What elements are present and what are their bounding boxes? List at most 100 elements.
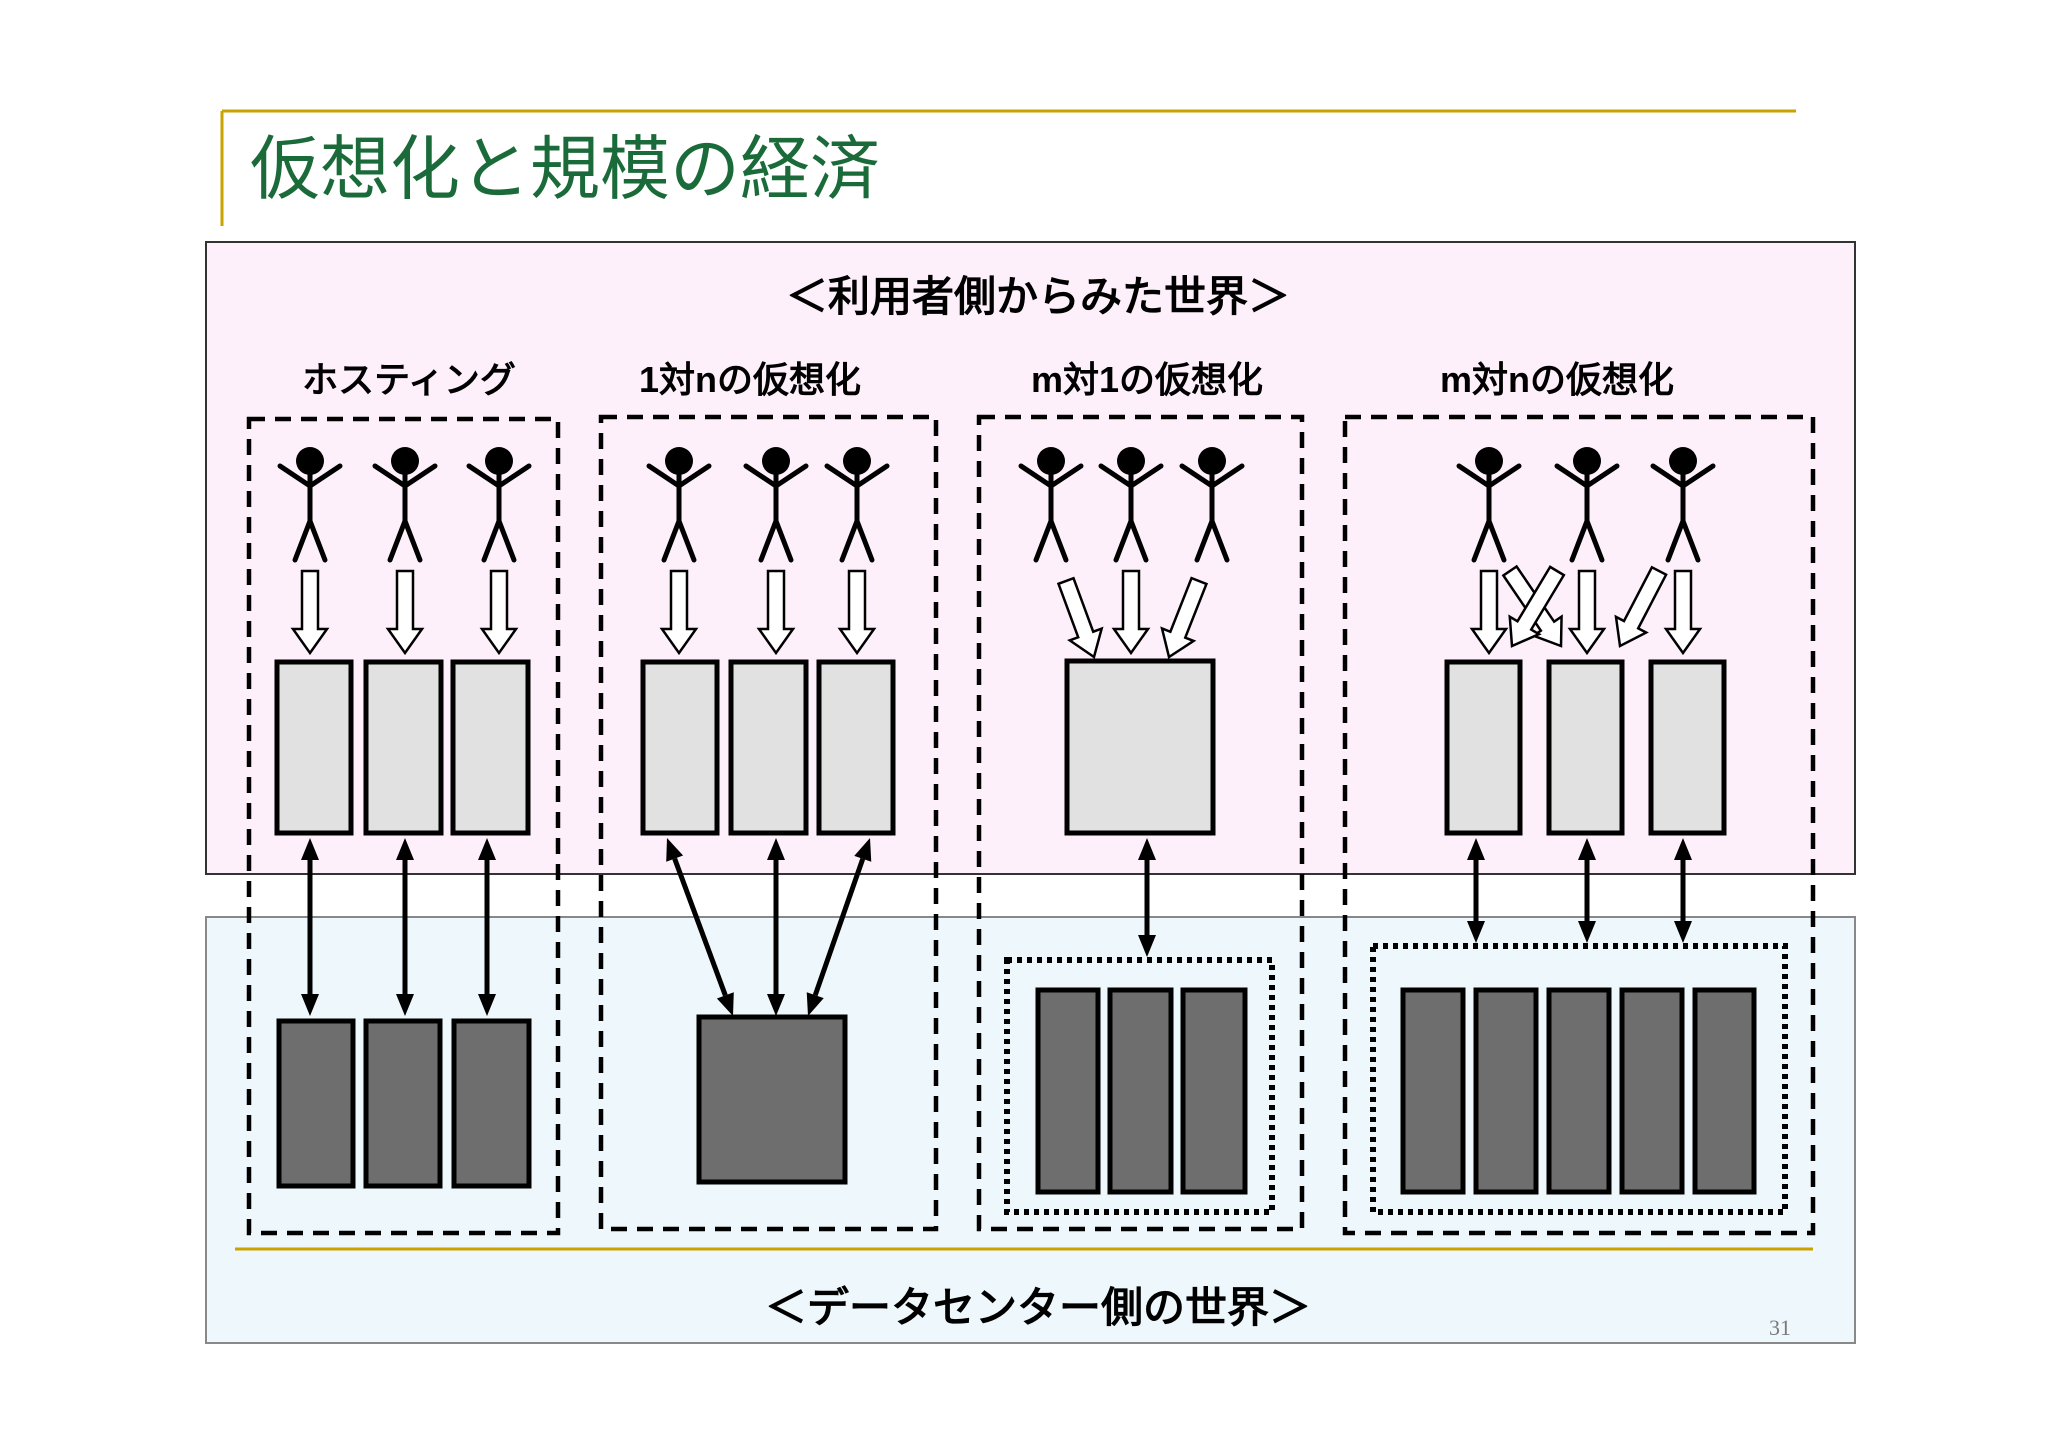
outline-arrow-icon bbox=[1614, 565, 1668, 648]
person-legs bbox=[1113, 514, 1149, 563]
person-icon bbox=[743, 447, 809, 563]
person-head bbox=[485, 447, 513, 475]
person-head bbox=[665, 447, 693, 475]
person-head bbox=[1117, 447, 1145, 475]
mapping-arrow-shaft bbox=[672, 857, 728, 997]
m-to-n-model-frame bbox=[1342, 414, 1816, 1236]
person-head bbox=[391, 447, 419, 475]
outline-arrow-icon bbox=[1111, 569, 1151, 656]
person-legs bbox=[758, 514, 794, 563]
page-number: 31 bbox=[1769, 1315, 1791, 1340]
person-arms bbox=[466, 463, 532, 490]
person-arms bbox=[824, 463, 890, 490]
person-arms bbox=[1456, 463, 1522, 490]
outline-arrow-icon bbox=[837, 569, 877, 656]
person-arms bbox=[646, 463, 712, 490]
outline-arrow-icon bbox=[1663, 569, 1703, 656]
arrowhead-icon bbox=[1578, 838, 1596, 860]
physical-server-box bbox=[276, 1018, 356, 1189]
person-legs bbox=[1471, 514, 1507, 563]
outline-arrow-icon bbox=[1469, 569, 1509, 656]
physical-server-box bbox=[363, 1018, 443, 1189]
virtual-server-box bbox=[274, 659, 354, 836]
person-head bbox=[1198, 447, 1226, 475]
person-arms bbox=[1098, 463, 1164, 490]
person-icon bbox=[824, 447, 890, 563]
outline-arrow-icon bbox=[1567, 569, 1607, 656]
virtual-server-box bbox=[450, 659, 531, 836]
arrowhead-icon bbox=[478, 994, 496, 1016]
arrowhead-icon bbox=[806, 992, 824, 1016]
person-arms bbox=[1650, 463, 1716, 490]
person-legs bbox=[481, 514, 517, 563]
arrowhead-icon bbox=[1674, 921, 1692, 943]
physical-server-box bbox=[696, 1014, 848, 1185]
arrowhead-icon bbox=[1674, 838, 1692, 860]
person-legs bbox=[839, 514, 875, 563]
physical-server-box bbox=[1180, 987, 1248, 1195]
person-icon bbox=[1456, 447, 1522, 563]
m-to-n-label: m対nの仮想化 bbox=[1440, 359, 1674, 400]
arrowhead-icon bbox=[1467, 921, 1485, 943]
virtual-server-box bbox=[816, 659, 896, 836]
arrowhead-icon bbox=[666, 838, 684, 862]
arrowhead-icon bbox=[301, 838, 319, 860]
physical-server-box bbox=[1400, 987, 1466, 1195]
person-arms bbox=[277, 463, 343, 490]
m-to-one-model-frame bbox=[976, 414, 1305, 1232]
person-icon bbox=[646, 447, 712, 563]
person-arms bbox=[1554, 463, 1620, 490]
arrowhead-icon bbox=[396, 838, 414, 860]
arrowhead-icon bbox=[1578, 921, 1596, 943]
outline-arrow-icon bbox=[385, 569, 425, 656]
arrowhead-icon bbox=[1138, 935, 1156, 957]
person-head bbox=[1475, 447, 1503, 475]
physical-server-box bbox=[1473, 987, 1539, 1195]
physical-server-box bbox=[1546, 987, 1612, 1195]
person-head bbox=[1573, 447, 1601, 475]
page-title: 仮想化と規模の経済 bbox=[250, 130, 880, 208]
person-legs bbox=[1665, 514, 1701, 563]
arrowhead-icon bbox=[767, 994, 785, 1016]
outline-arrow-icon bbox=[1160, 576, 1209, 660]
physical-server-box bbox=[1035, 987, 1101, 1195]
person-icon bbox=[1554, 447, 1620, 563]
person-arms bbox=[1179, 463, 1245, 490]
person-head bbox=[1669, 447, 1697, 475]
virtual-server-box bbox=[1546, 659, 1625, 836]
user-world-label: ＜利用者側からみた世界＞ bbox=[786, 273, 1290, 320]
person-legs bbox=[292, 514, 328, 563]
arrowhead-icon bbox=[716, 992, 734, 1016]
virtual-server-box bbox=[363, 659, 444, 836]
person-icon bbox=[1650, 447, 1716, 563]
virtual-server-box bbox=[1648, 659, 1727, 836]
outline-arrow-icon bbox=[1508, 565, 1566, 648]
diagram-shapes bbox=[274, 447, 1788, 1215]
person-icon bbox=[1018, 447, 1084, 563]
person-head bbox=[762, 447, 790, 475]
person-legs bbox=[1194, 514, 1230, 563]
mapping-arrow-shaft bbox=[812, 857, 866, 997]
hosting-model-frame bbox=[246, 416, 561, 1236]
physical-server-box bbox=[1107, 987, 1174, 1195]
arrowhead-icon bbox=[1138, 838, 1156, 860]
one-to-n-model-frame bbox=[598, 414, 939, 1232]
arrowhead-icon bbox=[396, 994, 414, 1016]
arrowhead-icon bbox=[1467, 838, 1485, 860]
person-icon bbox=[1179, 447, 1245, 563]
person-legs bbox=[387, 514, 423, 563]
virtual-server-box bbox=[1444, 659, 1523, 836]
physical-server-box bbox=[1692, 987, 1757, 1195]
datacenter-world-label: ＜データセンター側の世界＞ bbox=[765, 1284, 1311, 1331]
virtual-server-box bbox=[1064, 658, 1216, 836]
person-head bbox=[296, 447, 324, 475]
person-legs bbox=[1033, 514, 1069, 563]
server-pool-frame bbox=[1370, 943, 1788, 1215]
hosting-label: ホスティング bbox=[302, 359, 516, 400]
person-arms bbox=[743, 463, 809, 490]
person-head bbox=[843, 447, 871, 475]
virtual-server-box bbox=[640, 659, 720, 836]
arrowhead-icon bbox=[301, 994, 319, 1016]
person-arms bbox=[1018, 463, 1084, 490]
person-arms bbox=[372, 463, 438, 490]
